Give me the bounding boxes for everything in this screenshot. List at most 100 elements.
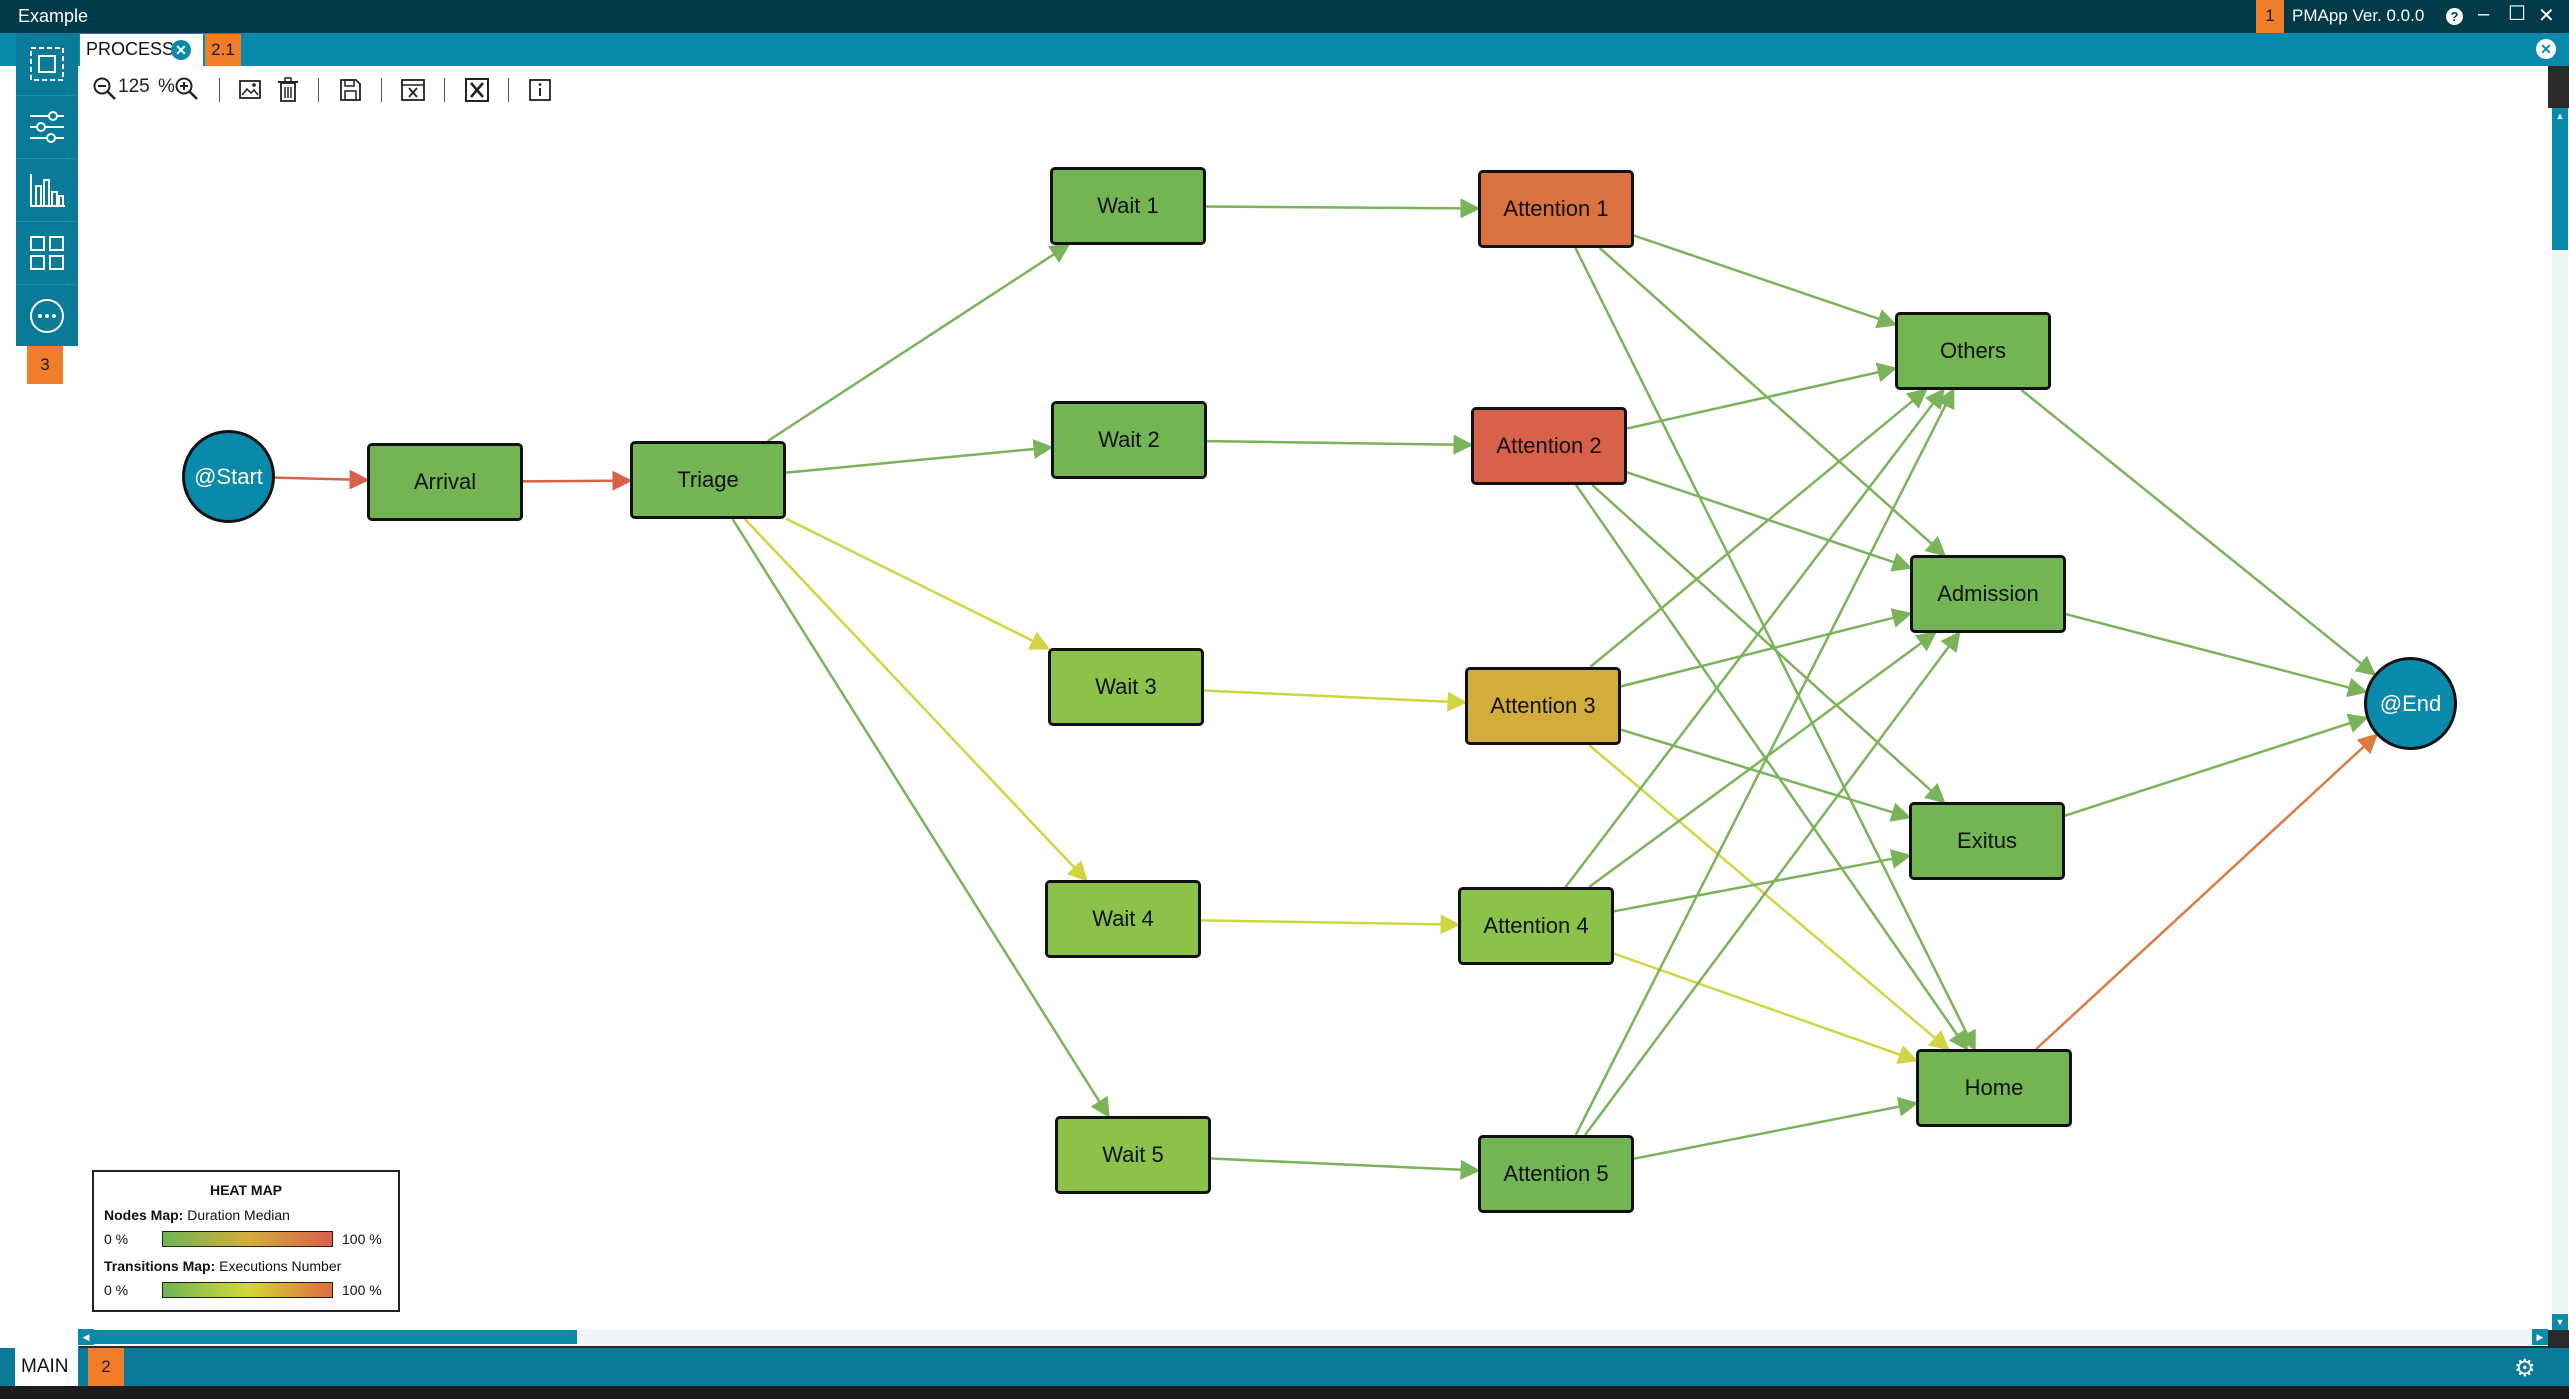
node-end[interactable]: @End: [2364, 657, 2457, 750]
close-window-icon[interactable]: ✕: [2538, 5, 2555, 27]
node-triage[interactable]: Triage: [630, 441, 786, 519]
toolbar-separator: [381, 78, 382, 102]
legend-nodes-metric: Duration Median: [187, 1207, 290, 1223]
node-wait-5[interactable]: Wait 5: [1055, 1116, 1211, 1194]
node-start[interactable]: @Start: [182, 430, 275, 523]
transition-edge: [731, 518, 1110, 1119]
transition-edge: [1205, 198, 1481, 219]
transition-edge: [1613, 849, 1912, 913]
badge-2-1: 2.1: [205, 34, 241, 66]
node-others[interactable]: Others: [1895, 312, 2051, 390]
scroll-left-icon[interactable]: ◀: [78, 1329, 94, 1345]
legend-transitions-metric: Executions Number: [219, 1258, 342, 1274]
transition-edge: [2065, 613, 2368, 698]
transition-edge: [1588, 744, 1950, 1051]
node-arrival[interactable]: Arrival: [367, 443, 523, 521]
node-wait-3[interactable]: Wait 3: [1048, 648, 1204, 726]
horizontal-scrollbar[interactable]: ◀ ▶: [78, 1328, 2548, 1346]
vertical-scrollbar[interactable]: ▲ ▼: [2548, 108, 2569, 1330]
transition-edge: [2020, 389, 2377, 676]
image-export-icon[interactable]: [238, 78, 262, 102]
zoom-in-icon[interactable]: [174, 76, 200, 102]
close-view-icon[interactable]: [400, 78, 426, 102]
scroll-up-icon[interactable]: ▲: [2552, 108, 2568, 124]
settings-icon[interactable]: ⚙: [2514, 1355, 2536, 1382]
transition-edge: [274, 469, 370, 490]
node-attention-4[interactable]: Attention 4: [1458, 887, 1614, 965]
legend-nodes-min: 0 %: [104, 1231, 129, 1247]
taskbar-strip: [0, 1386, 2569, 1399]
transitions-layer: [274, 198, 2379, 1180]
panel-close-icon[interactable]: ✕: [2536, 39, 2556, 59]
sidebar-item-more[interactable]: [16, 285, 78, 347]
node-home[interactable]: Home: [1916, 1049, 2072, 1127]
transition-edge: [1574, 387, 1955, 1136]
node-attention-1[interactable]: Attention 1: [1478, 170, 1634, 248]
legend-transitions-gradient: [162, 1282, 333, 1298]
node-attention-3[interactable]: Attention 3: [1465, 667, 1621, 745]
chart-icon: [30, 174, 65, 207]
zoom-value[interactable]: 125: [118, 76, 150, 97]
transition-edge: [1620, 608, 1913, 688]
trash-icon[interactable]: [277, 77, 299, 103]
transition-edge: [1584, 630, 1961, 1136]
transition-edge: [767, 243, 1071, 443]
node-attention-2[interactable]: Attention 2: [1471, 407, 1627, 485]
transition-edge: [1564, 388, 1945, 888]
transition-edge: [1598, 247, 1947, 557]
node-exitus[interactable]: Exitus: [1909, 802, 2065, 880]
bottom-bar: MAIN 2 ⚙: [0, 1348, 2569, 1386]
legend-nodes-gradient: [162, 1231, 333, 1247]
sidebar-item-process-map[interactable]: [16, 33, 78, 96]
zoom-out-icon[interactable]: [92, 76, 118, 102]
toolbar-separator: [444, 78, 445, 102]
legend-title: HEAT MAP: [209, 1182, 283, 1198]
node-admission[interactable]: Admission: [1910, 555, 2066, 633]
tab-close-icon[interactable]: ✕: [171, 40, 191, 60]
transition-edge: [1210, 1157, 1481, 1180]
horizontal-scroll-thumb[interactable]: [92, 1330, 577, 1344]
transition-edge: [785, 517, 1051, 650]
transition-edge: [2064, 713, 2369, 817]
heat-map-legend: HEAT MAP Nodes Map: Duration Median 0 % …: [92, 1170, 400, 1312]
filters-icon: [30, 111, 64, 143]
tab-main-label: MAIN: [21, 1356, 69, 1377]
transition-edge: [743, 518, 1088, 882]
minimize-icon[interactable]: –: [2478, 3, 2490, 25]
excel-export-icon[interactable]: [464, 77, 490, 103]
grid-icon: [30, 236, 64, 270]
transition-edge: [1588, 631, 1937, 889]
sidebar-item-charts[interactable]: [16, 159, 78, 222]
transition-edge: [1203, 689, 1468, 712]
process-canvas[interactable]: 125 % @Start Arrival Triage Wait 1 Wait …: [78, 66, 2548, 1328]
sidebar-item-filters[interactable]: [16, 96, 78, 159]
legend-nodes-label: Nodes Map:: [104, 1207, 184, 1223]
transition-edge: [1589, 388, 1928, 668]
transition-edge: [1633, 234, 1898, 329]
transition-edge: [1591, 484, 1946, 804]
vertical-scroll-thumb[interactable]: [2552, 122, 2568, 250]
zoom-unit: %: [158, 76, 175, 97]
save-icon[interactable]: [338, 77, 362, 103]
tab-process[interactable]: PROCESS ✕: [80, 34, 203, 66]
badge-3: 3: [27, 346, 63, 384]
transition-edge: [785, 439, 1054, 474]
node-attention-5[interactable]: Attention 5: [1478, 1135, 1634, 1213]
sidebar-body: [16, 346, 79, 1358]
tab-main[interactable]: MAIN: [15, 1348, 78, 1386]
node-wait-1[interactable]: Wait 1: [1050, 167, 1206, 245]
legend-transitions-max: 100 %: [342, 1282, 382, 1298]
sidebar-item-dashboard[interactable]: [16, 222, 78, 285]
legend-transitions-label: Transitions Map:: [104, 1258, 216, 1274]
scroll-down-icon[interactable]: ▼: [2552, 1314, 2568, 1330]
info-icon[interactable]: [528, 78, 552, 102]
transition-edge: [2035, 733, 2379, 1050]
legend-transitions-min: 0 %: [104, 1282, 129, 1298]
node-wait-4[interactable]: Wait 4: [1045, 880, 1201, 958]
transition-edge: [1575, 484, 1969, 1052]
maximize-icon[interactable]: ☐: [2508, 3, 2526, 25]
help-icon[interactable]: ?: [2446, 8, 2463, 25]
scroll-right-icon[interactable]: ▶: [2532, 1329, 2548, 1345]
node-wait-2[interactable]: Wait 2: [1051, 401, 1207, 479]
process-map-icon: [30, 47, 64, 81]
